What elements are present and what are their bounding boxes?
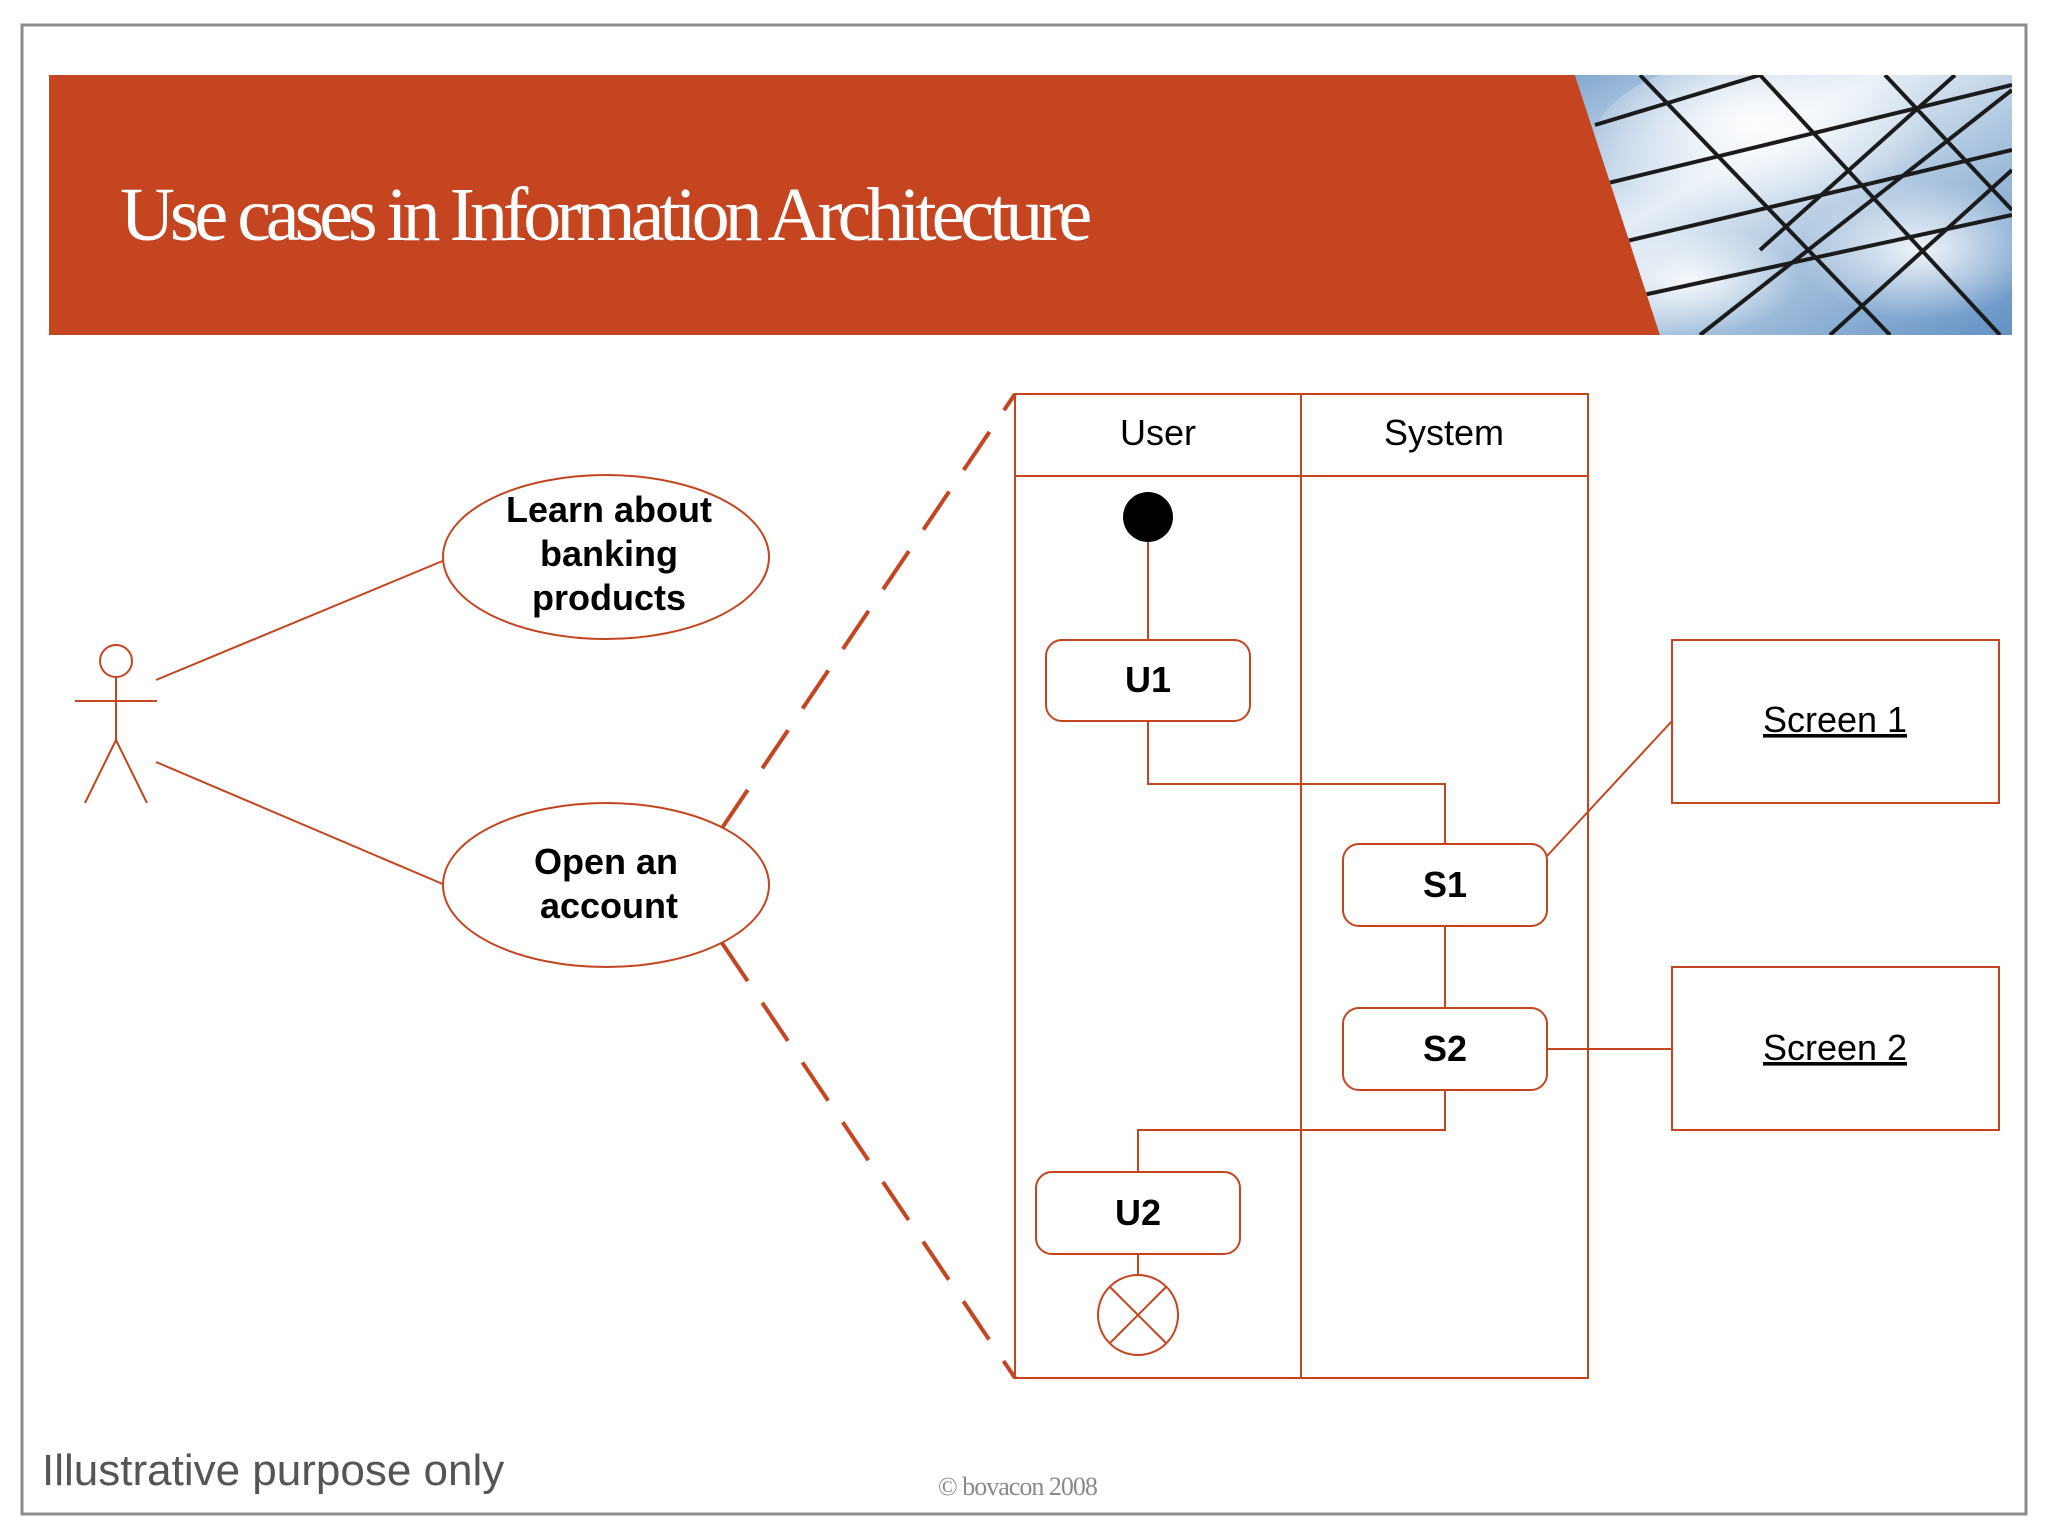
lane-user-header: User bbox=[1120, 412, 1196, 453]
initial-node-icon bbox=[1123, 492, 1173, 542]
link-s1-screen1 bbox=[1546, 720, 1673, 857]
screen-1-box[interactable]: Screen 1 bbox=[1671, 639, 2000, 804]
use-case-open-line-2: account bbox=[540, 885, 678, 926]
use-case-learn[interactable]: Learn about banking products bbox=[442, 474, 770, 640]
slide-title: Use cases in Information Architecture bbox=[120, 173, 1091, 257]
use-case-learn-line-1: Learn about bbox=[506, 489, 712, 530]
activity-u2[interactable]: U2 bbox=[1035, 1171, 1241, 1255]
activity-u2-label: U2 bbox=[1115, 1192, 1161, 1233]
actor-icon bbox=[75, 644, 157, 804]
use-case-learn-line-2: banking bbox=[540, 533, 678, 574]
screen-1-link[interactable]: Screen 1 bbox=[1763, 699, 1907, 740]
activity-s2-label: S2 bbox=[1423, 1028, 1467, 1069]
swimlane-frame bbox=[1014, 393, 1589, 1379]
copyright: © bovacon 2008 bbox=[938, 1472, 1098, 1501]
use-case-open[interactable]: Open an account bbox=[442, 802, 770, 968]
control-flow bbox=[1137, 538, 1673, 1275]
activity-s1-label: S1 bbox=[1423, 864, 1467, 905]
association-open bbox=[155, 761, 446, 886]
activity-s2[interactable]: S2 bbox=[1342, 1007, 1548, 1091]
use-case-learn-line-3: products bbox=[532, 577, 686, 618]
activity-s1[interactable]: S1 bbox=[1342, 843, 1548, 927]
flow-final-node-icon bbox=[1097, 1274, 1179, 1356]
activity-u1-label: U1 bbox=[1125, 659, 1171, 700]
activity-u1[interactable]: U1 bbox=[1045, 639, 1251, 722]
footnote: Illustrative purpose only bbox=[42, 1446, 504, 1495]
screen-2-link[interactable]: Screen 2 bbox=[1763, 1027, 1907, 1068]
lane-system-header: System bbox=[1384, 412, 1504, 453]
zoom-line-bottom bbox=[720, 941, 1017, 1380]
screen-2-box[interactable]: Screen 2 bbox=[1671, 966, 2000, 1131]
zoom-line-top bbox=[720, 392, 1017, 830]
title-banner bbox=[49, 75, 1660, 335]
use-case-open-line-1: Open an bbox=[534, 841, 678, 882]
association-learn bbox=[155, 559, 446, 681]
